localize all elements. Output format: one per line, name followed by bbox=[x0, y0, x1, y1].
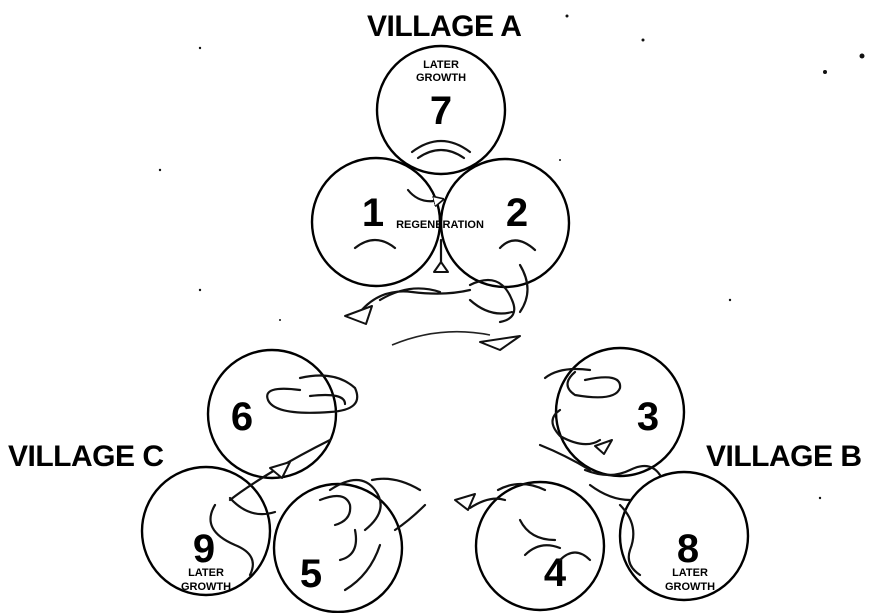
field-9-number: 9 bbox=[193, 527, 215, 571]
field-8-later-line2: GROWTH bbox=[665, 581, 715, 593]
field-8-number: 8 bbox=[677, 527, 699, 571]
field-8: 8 LATER GROWTH bbox=[618, 470, 750, 602]
field-8-later-line1: LATER bbox=[672, 567, 708, 579]
field-7-later-line2: GROWTH bbox=[416, 72, 466, 84]
central-clearing-outline bbox=[391, 330, 491, 346]
field-9-later-line2: GROWTH bbox=[181, 581, 231, 593]
village-c-arrows bbox=[209, 374, 427, 577]
scan-specks bbox=[158, 14, 865, 500]
field-7-later-line1: LATER bbox=[423, 59, 459, 71]
field-7: LATER GROWTH 7 bbox=[375, 44, 507, 176]
field-3-number: 3 bbox=[637, 395, 659, 439]
village-c-label: VILLAGE C bbox=[8, 440, 164, 473]
field-2: 2 bbox=[439, 157, 571, 289]
village-a-arrows bbox=[344, 263, 529, 351]
field-9: 9 LATER GROWTH bbox=[140, 465, 272, 597]
field-9-later-line1: LATER bbox=[188, 567, 224, 579]
regeneration-label: REGENERATION bbox=[396, 219, 484, 231]
regeneration-arrow bbox=[406, 188, 449, 273]
village-b-label: VILLAGE B bbox=[706, 440, 862, 473]
field-3: 3 bbox=[554, 346, 686, 478]
field-4-number: 4 bbox=[544, 551, 567, 595]
field-5: 5 bbox=[272, 482, 404, 613]
field-6-number: 6 bbox=[231, 395, 253, 439]
field-6: 6 bbox=[206, 348, 338, 480]
field-2-number: 2 bbox=[506, 191, 528, 235]
village-b-arrows bbox=[454, 367, 662, 577]
field-7-number: 7 bbox=[430, 89, 452, 133]
field-1-number: 1 bbox=[362, 191, 384, 235]
field-4: 4 bbox=[474, 480, 606, 612]
field-5-number: 5 bbox=[300, 552, 322, 596]
village-a-label: VILLAGE A bbox=[367, 10, 521, 43]
